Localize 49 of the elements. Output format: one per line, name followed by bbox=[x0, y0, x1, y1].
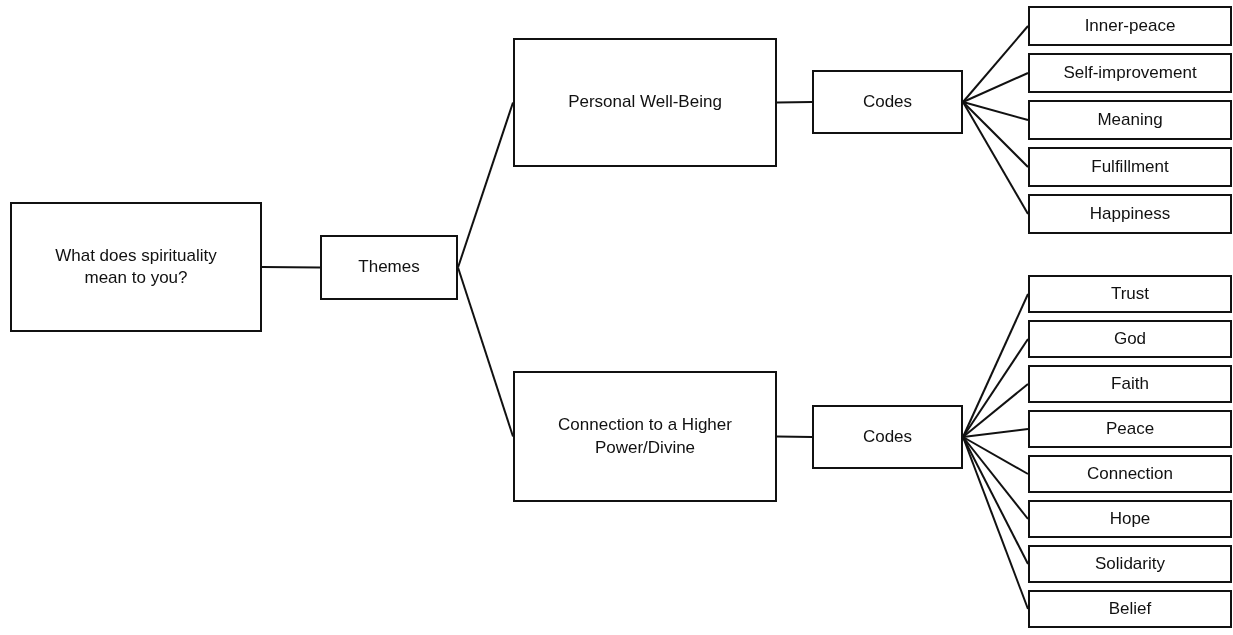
code-box bbox=[1028, 275, 1232, 313]
theme-box bbox=[513, 38, 777, 167]
connector-line bbox=[962, 436, 1029, 520]
connector-line bbox=[962, 436, 1029, 475]
code-box bbox=[1028, 545, 1232, 583]
category-box bbox=[812, 70, 963, 134]
node-label: Trust bbox=[1110, 282, 1150, 305]
connector-line bbox=[261, 266, 321, 269]
node-label: Hope bbox=[1109, 507, 1151, 530]
node-label: What does spirituality mean to you? bbox=[54, 244, 218, 289]
question-box bbox=[10, 202, 262, 332]
node-label: Codes bbox=[862, 425, 913, 448]
code-box bbox=[1028, 410, 1232, 448]
node-label: Peace bbox=[1105, 417, 1155, 440]
node-label: Happiness bbox=[1089, 202, 1171, 225]
connector-line bbox=[962, 428, 1029, 438]
connector-line bbox=[962, 101, 1029, 168]
code-box bbox=[1028, 100, 1232, 140]
theme-box bbox=[320, 235, 458, 300]
node-label: Inner-peace bbox=[1084, 14, 1176, 37]
code-box bbox=[1028, 500, 1232, 538]
code-box bbox=[1028, 53, 1232, 93]
category-box bbox=[812, 405, 963, 469]
node-label: Codes bbox=[862, 90, 913, 113]
theme-box bbox=[513, 371, 777, 502]
node-label: Faith bbox=[1111, 372, 1149, 395]
node-label: Solidarity bbox=[1095, 552, 1165, 575]
node-label: God bbox=[1113, 327, 1147, 350]
connector-line bbox=[962, 25, 1029, 103]
code-box bbox=[1028, 6, 1232, 46]
node-label: Connection to a Higher Power/Divine bbox=[557, 414, 733, 459]
connector-line bbox=[962, 101, 1029, 121]
connector-line bbox=[776, 435, 813, 438]
node-label: Themes bbox=[358, 256, 420, 279]
code-box bbox=[1028, 194, 1232, 234]
node-label: Self-improvement bbox=[1063, 61, 1197, 84]
connector-line bbox=[776, 101, 813, 104]
connector-line bbox=[962, 383, 1029, 438]
code-box bbox=[1028, 590, 1232, 628]
code-box bbox=[1028, 320, 1232, 358]
node-label: Fulfillment bbox=[1091, 155, 1169, 178]
node-label: Connection bbox=[1087, 462, 1173, 485]
node-label: Personal Well-Being bbox=[568, 91, 722, 114]
code-box bbox=[1028, 455, 1232, 493]
node-label: Meaning bbox=[1097, 108, 1163, 131]
node-label: Belief bbox=[1108, 597, 1152, 620]
code-box bbox=[1028, 147, 1232, 187]
connector-line bbox=[962, 72, 1029, 103]
code-box bbox=[1028, 365, 1232, 403]
